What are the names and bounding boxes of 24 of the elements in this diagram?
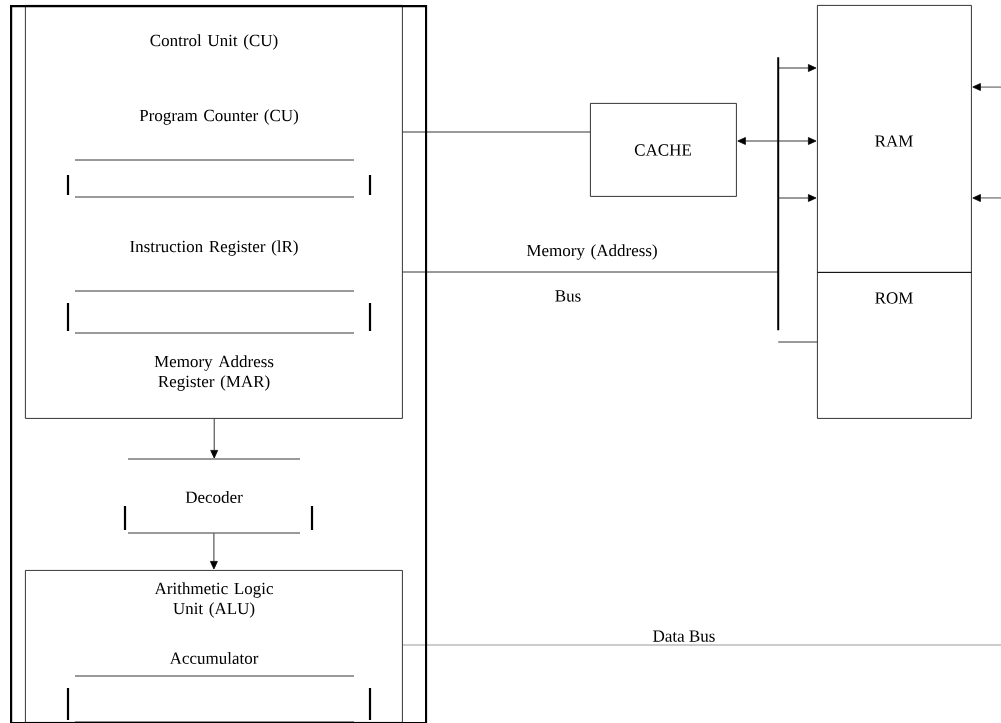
arrow bbox=[210, 533, 218, 570]
register: Instruction Register (lR) bbox=[66, 240, 372, 334]
arrow bbox=[737, 137, 779, 145]
bus-line bbox=[777, 57, 780, 331]
bus-line bbox=[402, 271, 779, 273]
unit-box: CACHE bbox=[590, 103, 737, 197]
arrow bbox=[777, 194, 817, 202]
arrow bbox=[210, 418, 219, 459]
register: Program Counter (CU) bbox=[66, 109, 372, 198]
arrow bbox=[972, 194, 1001, 202]
unit-box: ROM bbox=[817, 272, 972, 419]
bus-label: Memory (Address) bbox=[526, 244, 657, 260]
processor-box bbox=[10, 5, 428, 723]
unit-label: Memory Address Register (MAR) bbox=[154, 355, 274, 391]
arrow bbox=[777, 64, 817, 72]
register: Accumulator bbox=[66, 652, 372, 723]
decoder: Decoder bbox=[123, 458, 314, 534]
edge-label: Data Bus bbox=[651, 629, 717, 643]
unit-box: RAM bbox=[817, 5, 972, 273]
bus-line bbox=[402, 131, 591, 133]
arrow bbox=[777, 137, 817, 145]
bus-label: Bus bbox=[555, 290, 581, 302]
bus-line bbox=[777, 341, 818, 343]
arrow bbox=[972, 83, 1001, 91]
